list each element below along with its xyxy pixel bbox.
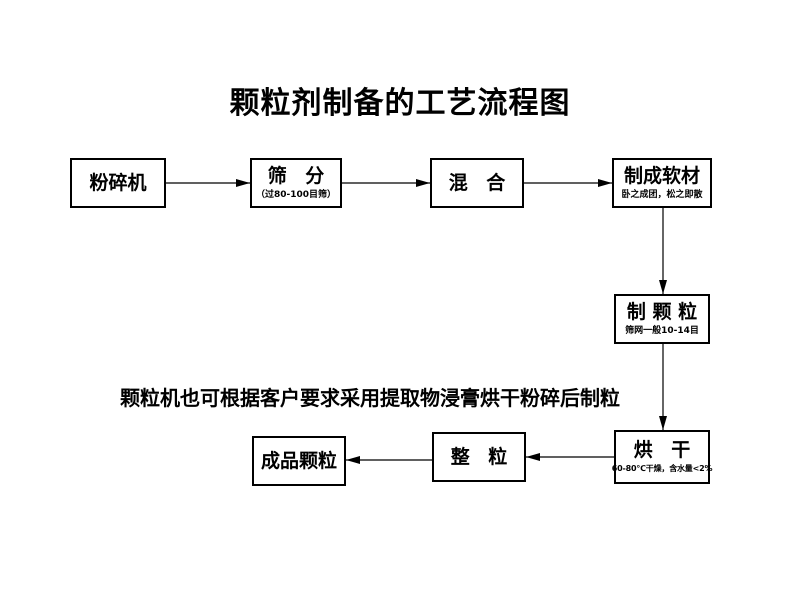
step-size: 整 粒 bbox=[432, 432, 526, 482]
step-soft-label: 制成软材 bbox=[623, 164, 700, 187]
step-granulate: 制 颗 粒 筛网一般10-14目 bbox=[614, 294, 710, 344]
step-mix: 混 合 bbox=[430, 158, 524, 208]
step-mix-label: 混 合 bbox=[448, 171, 512, 194]
step-granulate-note: 筛网一般10-14目 bbox=[625, 325, 699, 336]
step-product: 成品颗粒 bbox=[252, 436, 346, 486]
diagram-title: 颗粒剂制备的工艺流程图 bbox=[229, 86, 571, 121]
step-granulate-label: 制 颗 粒 bbox=[626, 300, 698, 323]
step-dry-note: 60-80℃干燥，含水量<2% bbox=[611, 464, 713, 474]
step-dry: 烘 干 60-80℃干燥，含水量<2% bbox=[611, 430, 713, 484]
step-sieve: 筛 分 （过80-100目筛） bbox=[250, 158, 342, 208]
step-sieve-label: 筛 分 bbox=[267, 164, 331, 187]
step-crush: 粉碎机 bbox=[70, 158, 166, 208]
step-sieve-note: （过80-100目筛） bbox=[255, 189, 337, 200]
step-soft-note: 卧之成团，松之即散 bbox=[621, 189, 703, 200]
step-size-label: 整 粒 bbox=[450, 445, 514, 468]
step-soft: 制成软材 卧之成团，松之即散 bbox=[612, 158, 712, 208]
step-crush-label: 粉碎机 bbox=[89, 171, 147, 194]
remark-text: 颗粒机也可根据客户要求采用提取物浸膏烘干粉碎后制粒 bbox=[120, 386, 620, 410]
step-product-label: 成品颗粒 bbox=[260, 449, 337, 472]
step-dry-label: 烘 干 bbox=[633, 439, 697, 462]
